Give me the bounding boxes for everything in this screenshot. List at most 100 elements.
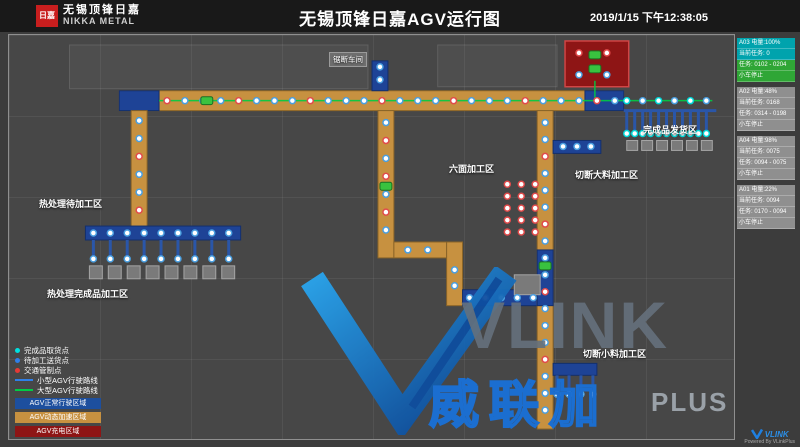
machine-block xyxy=(700,139,713,151)
path-node xyxy=(140,229,148,237)
path-node xyxy=(423,246,432,254)
agv-task-range: 任务: 0314 - 0198 xyxy=(737,109,795,120)
legend-zone-charge: AGV充电区域 xyxy=(15,426,101,437)
agv-marker[interactable] xyxy=(538,261,552,271)
path-node xyxy=(529,293,537,302)
path-node xyxy=(646,129,655,138)
path-node xyxy=(376,76,384,84)
agv-id-battery: A01 电量:22% xyxy=(737,185,795,196)
path-node xyxy=(503,96,512,105)
path-node xyxy=(541,355,549,364)
path-node xyxy=(382,136,390,145)
path-node xyxy=(541,338,549,347)
path-node xyxy=(485,96,494,105)
agv-marker[interactable] xyxy=(588,50,602,60)
path-node xyxy=(224,255,233,263)
path-node xyxy=(342,96,350,105)
path-node xyxy=(135,188,143,196)
path-node xyxy=(541,186,549,194)
legend-point-traffic: 交通管制点 xyxy=(15,365,101,375)
agv-status: 小车停止 xyxy=(737,71,795,82)
company-logo: 日嘉 无锡顶锋日嘉 NIKKA METAL xyxy=(36,4,141,27)
path-node xyxy=(217,96,225,105)
path-node xyxy=(288,96,297,105)
path-node xyxy=(414,96,422,105)
path-node xyxy=(638,96,647,105)
vlink-small-v-icon xyxy=(750,429,763,439)
path-node xyxy=(541,321,549,330)
cyan-dot-icon xyxy=(15,347,20,353)
path-node xyxy=(191,255,199,263)
path-node xyxy=(603,49,611,57)
dock-stubs xyxy=(91,110,708,392)
agv-current-task: 当前任务: 0075 xyxy=(737,147,795,158)
path-node xyxy=(541,118,549,127)
legend-zone-accel: AGV动态加速区域 xyxy=(15,412,101,423)
machine-block xyxy=(626,139,639,151)
logo-text-en: NIKKA METAL xyxy=(63,16,135,26)
path-node xyxy=(686,129,695,138)
path-node xyxy=(467,96,476,105)
legend-zone-normal: AGV正常行驶区域 xyxy=(15,398,101,409)
machine-block xyxy=(513,274,541,296)
agv-marker[interactable] xyxy=(200,96,214,106)
region-label-heat-finished: 热处理完成品加工区 xyxy=(47,289,129,299)
path-node xyxy=(360,96,368,105)
path-node xyxy=(503,216,512,224)
path-nodes xyxy=(89,49,711,414)
agv-status-card-a01[interactable]: A01 电量:22% 当前任务: 0094 任务: 0170 - 0094 小车… xyxy=(737,185,795,229)
path-node xyxy=(623,129,631,138)
path-node xyxy=(503,204,512,212)
agv-status-card-a03[interactable]: A03 电量:100% 当前任务: 0 任务: 0102 - 0204 小车停止 xyxy=(737,38,795,82)
path-node xyxy=(404,246,412,254)
agv-id-battery: A03 电量:100% xyxy=(737,38,795,49)
path-node xyxy=(531,216,539,224)
path-node xyxy=(541,304,549,313)
path-node xyxy=(517,180,525,188)
agv-marker[interactable] xyxy=(588,64,602,74)
agv-status: 小车停止 xyxy=(737,218,795,229)
path-node xyxy=(611,96,619,105)
agv-status-card-a02[interactable]: A02 电量:48% 当前任务: 0168 任务: 0314 - 0198 小车… xyxy=(737,87,795,131)
path-node xyxy=(670,96,679,105)
agv-markers xyxy=(200,50,602,271)
agv-status-sidebar: A03 电量:100% 当前任务: 0 任务: 0102 - 0204 小车停止… xyxy=(737,38,795,234)
path-node xyxy=(565,390,573,398)
path-node xyxy=(382,118,390,127)
path-node xyxy=(678,129,687,138)
path-node xyxy=(382,226,390,234)
path-node xyxy=(531,180,539,188)
red-dot-icon xyxy=(15,367,20,373)
path-node xyxy=(541,287,549,296)
path-node xyxy=(324,96,332,105)
path-node xyxy=(573,142,581,151)
path-node xyxy=(541,406,549,414)
path-node xyxy=(541,135,549,144)
path-node xyxy=(517,216,525,224)
path-node xyxy=(654,96,663,105)
logo-badge-icon: 日嘉 xyxy=(36,4,58,27)
path-node xyxy=(531,204,539,212)
path-node xyxy=(449,96,458,105)
path-node xyxy=(531,228,539,236)
path-node xyxy=(638,129,647,138)
legend-point-pickup: 完成品取货点 xyxy=(15,345,101,355)
agv-marker[interactable] xyxy=(379,181,393,191)
path-node xyxy=(497,293,506,302)
path-node xyxy=(503,180,512,188)
region-label-finished-shipping: 完成品发货区 xyxy=(643,125,698,135)
path-node xyxy=(587,142,595,151)
path-node xyxy=(89,229,98,237)
path-node xyxy=(513,293,522,302)
path-node xyxy=(553,390,561,398)
path-node xyxy=(702,96,711,105)
logo-text-cn: 无锡顶锋日嘉 xyxy=(63,4,141,16)
path-node xyxy=(135,206,143,214)
region-label-six-side: 六面加工区 xyxy=(449,164,495,174)
region-label-heat-pending: 热处理待加工区 xyxy=(39,199,103,209)
path-node xyxy=(157,255,165,263)
agv-task-range: 任务: 0170 - 0094 xyxy=(737,207,795,218)
path-node xyxy=(376,63,384,71)
app-header: 日嘉 无锡顶锋日嘉 NIKKA METAL 无锡顶锋日嘉AGV运行图 2019/… xyxy=(0,0,800,32)
agv-status-card-a04[interactable]: A04 电量:98% 当前任务: 0075 任务: 0094 - 0075 小车… xyxy=(737,136,795,180)
